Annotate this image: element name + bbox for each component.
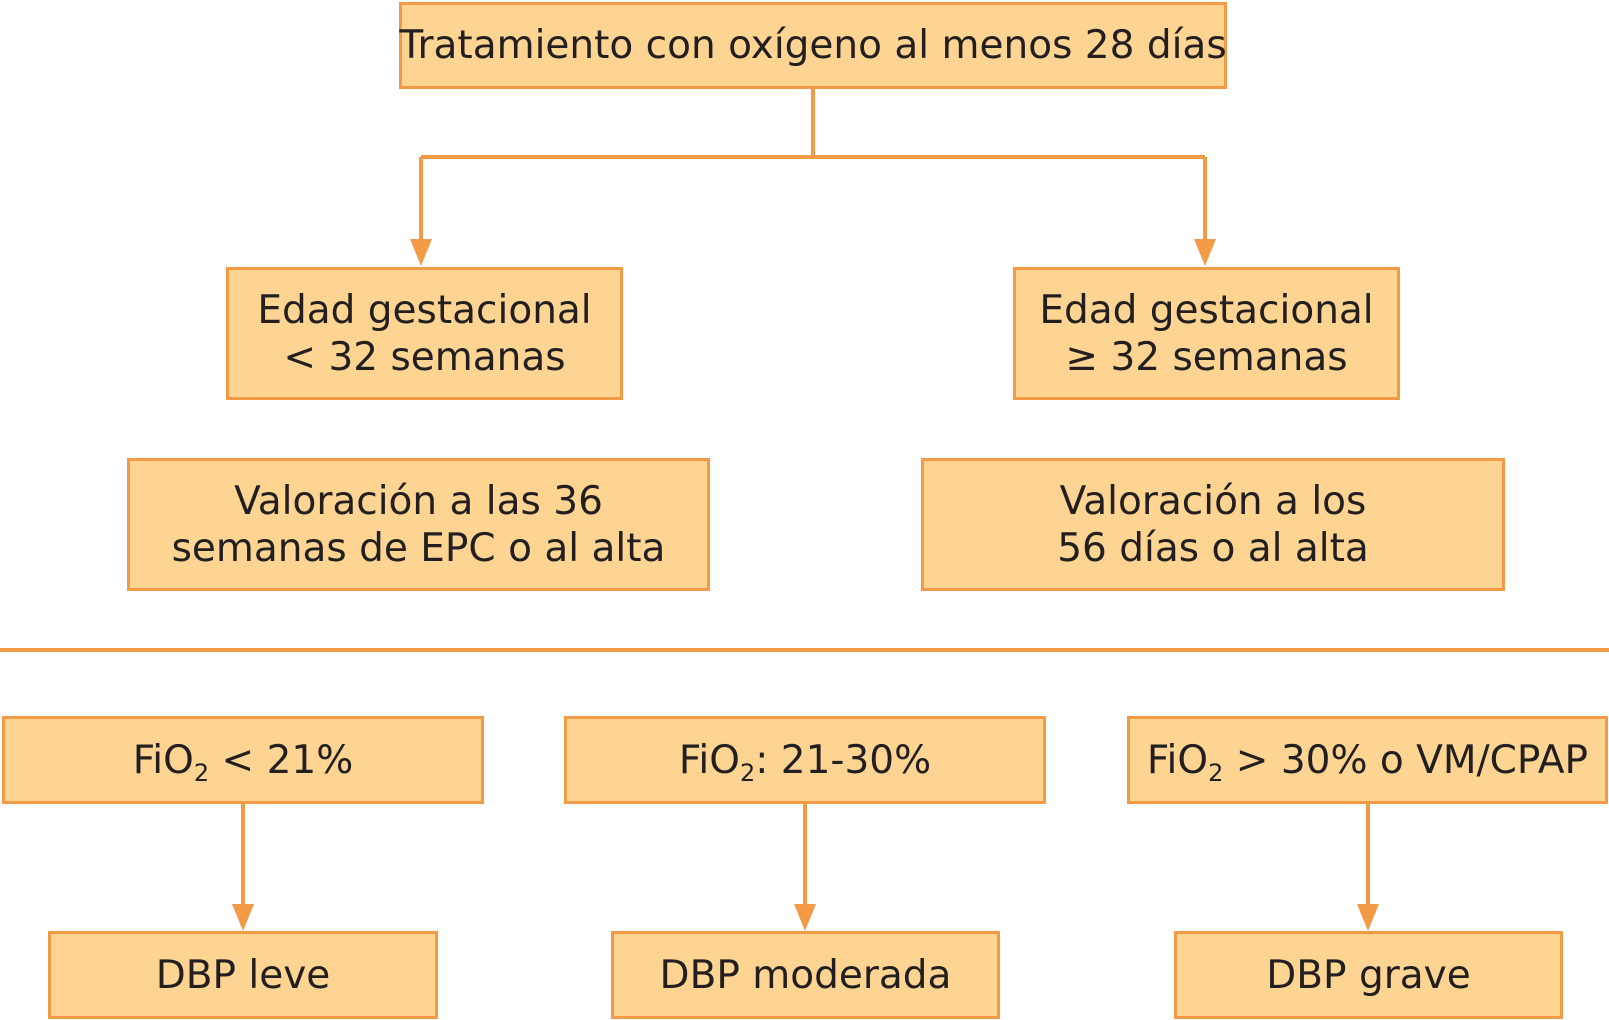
leve-arrowhead <box>232 904 254 931</box>
fio2-criterion: FiO2: 21-30% <box>678 737 932 787</box>
gestational-age-threshold: ≥ 32 semanas <box>1065 334 1348 380</box>
gestational-age-32-or-more-box: Edad gestacional ≥ 32 semanas <box>1013 267 1400 400</box>
severity-label: DBP leve <box>155 952 331 998</box>
fio2-over-30-box: FiO2 > 30% o VM/CPAP <box>1127 716 1608 804</box>
oxygen-treatment-label: Tratamiento con oxígeno al menos 28 días <box>399 23 1227 68</box>
gestational-age-label: Edad gestacional <box>257 287 592 333</box>
fio2-under-21-box: FiO2 < 21% <box>2 716 484 804</box>
grave-arrowhead <box>1357 904 1379 931</box>
assessment-line-2: 56 días o al alta <box>1057 525 1369 571</box>
right-arrowhead <box>1194 239 1216 266</box>
gestational-age-label: Edad gestacional <box>1039 287 1374 333</box>
assessment-line-1: Valoración a los <box>1059 478 1367 524</box>
left-arrowhead <box>410 239 432 266</box>
assessment-line-2: semanas de EPC o al alta <box>171 525 666 571</box>
dbp-grave-box: DBP grave <box>1174 931 1563 1019</box>
moderada-arrowhead <box>794 904 816 931</box>
assessment-36-weeks-box: Valoración a las 36 semanas de EPC o al … <box>127 458 710 591</box>
severity-label: DBP grave <box>1266 952 1471 998</box>
oxygen-treatment-box: Tratamiento con oxígeno al menos 28 días <box>399 2 1227 89</box>
gestational-age-under-32-box: Edad gestacional < 32 semanas <box>226 267 623 400</box>
fio2-criterion: FiO2 > 30% o VM/CPAP <box>1146 737 1589 787</box>
dbp-moderada-box: DBP moderada <box>611 931 1000 1019</box>
assessment-56-days-box: Valoración a los 56 días o al alta <box>921 458 1505 591</box>
dbp-leve-box: DBP leve <box>48 931 438 1019</box>
assessment-line-1: Valoración a las 36 <box>234 478 603 524</box>
severity-label: DBP moderada <box>659 952 952 998</box>
fio2-criterion: FiO2 < 21% <box>132 737 354 787</box>
fio2-21-30-box: FiO2: 21-30% <box>564 716 1046 804</box>
gestational-age-threshold: < 32 semanas <box>283 334 566 380</box>
